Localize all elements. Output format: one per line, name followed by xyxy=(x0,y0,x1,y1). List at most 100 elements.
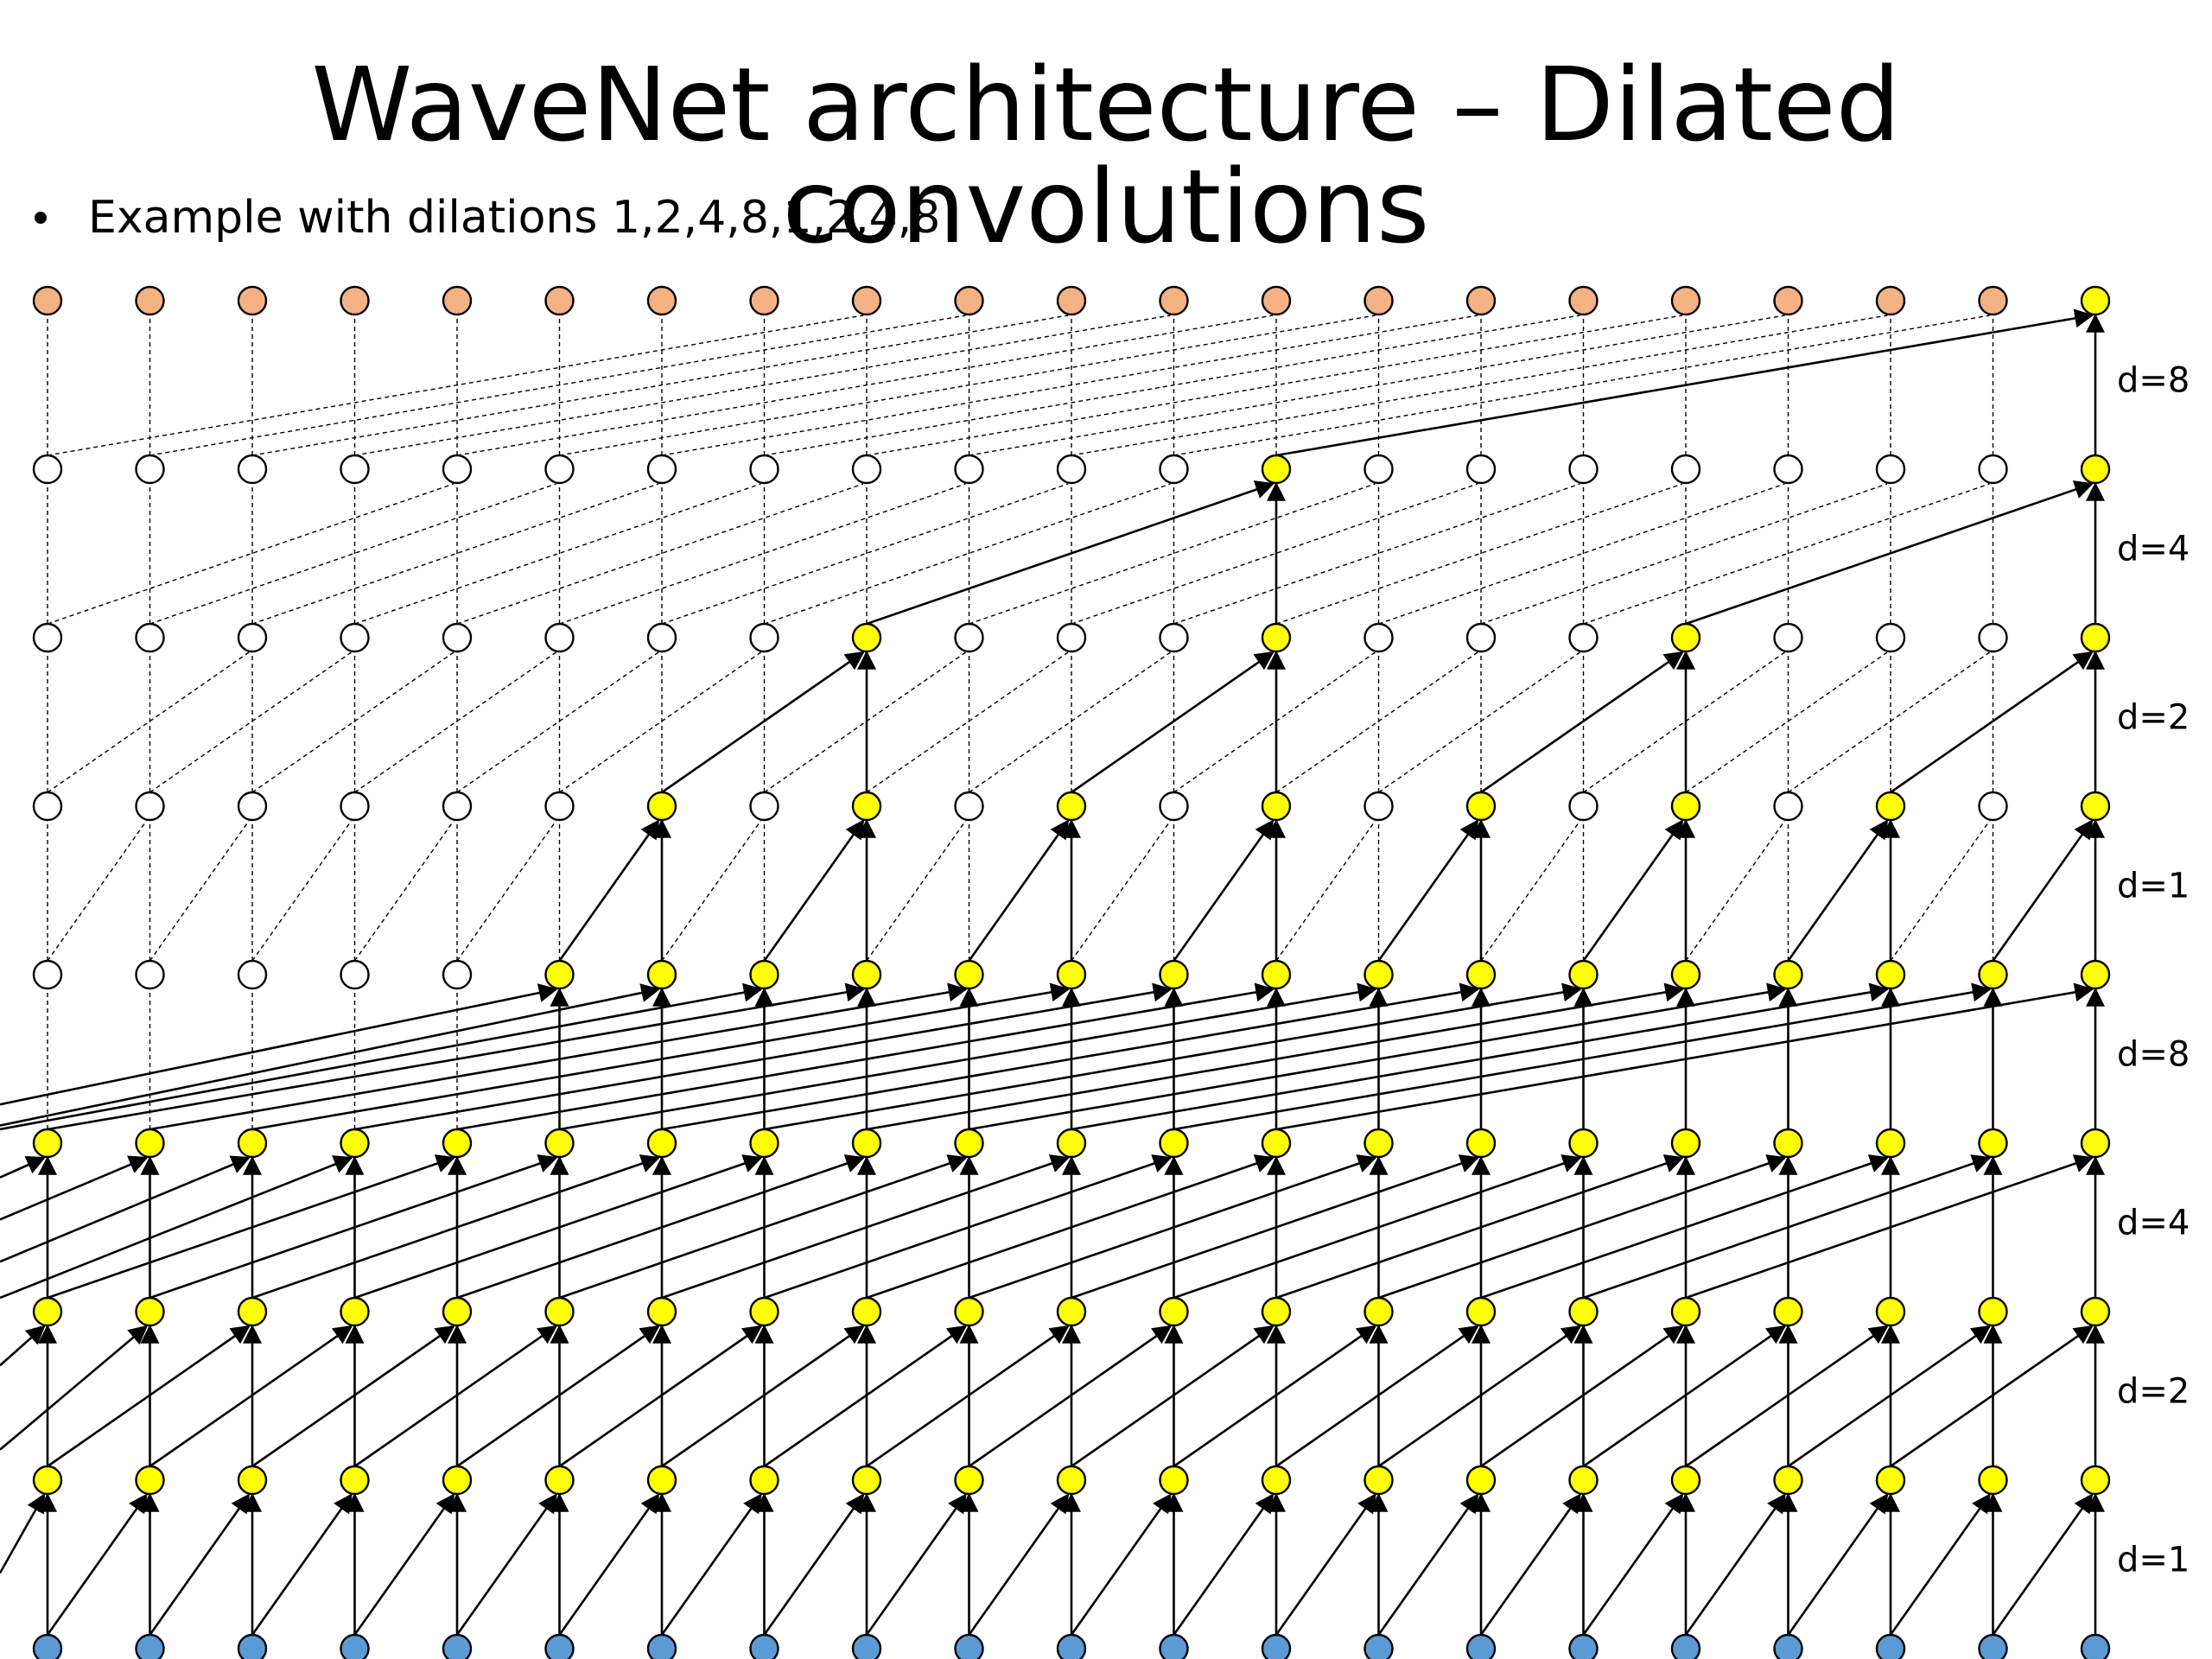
hidden-node-active xyxy=(1056,1128,1087,1159)
hidden-node xyxy=(340,454,370,485)
dilated-connection xyxy=(0,983,661,1127)
dilated-connection xyxy=(1377,1493,1479,1636)
hidden-node-active xyxy=(1875,791,1906,822)
dilated-connection xyxy=(1890,1325,2094,1468)
input-node xyxy=(1465,1633,1497,1659)
dilated-connection xyxy=(455,1493,557,1636)
dilated-connection xyxy=(1685,652,1888,793)
dilated-connection xyxy=(354,652,556,793)
hidden-node-active xyxy=(1773,1128,1803,1159)
dilated-connection xyxy=(559,1154,968,1300)
dilated-connection xyxy=(1583,1154,1992,1300)
hidden-node xyxy=(1363,622,1394,653)
hidden-node-active xyxy=(749,1128,779,1159)
dilated-connection xyxy=(1275,982,2094,1131)
hidden-node xyxy=(237,959,268,990)
hidden-node-active xyxy=(2080,454,2111,485)
dilated-connection xyxy=(149,483,556,625)
dilated-connection xyxy=(0,1325,46,1367)
input-node xyxy=(135,1633,165,1659)
output-node xyxy=(1465,285,1497,316)
dilated-connection xyxy=(354,483,761,625)
hidden-node xyxy=(1978,454,2008,485)
dilated-connection xyxy=(1173,652,1376,793)
dilated-connection xyxy=(456,820,557,962)
dilated-connection xyxy=(1071,483,1478,625)
hidden-node-active xyxy=(1159,1296,1189,1327)
hidden-node-active xyxy=(544,959,575,990)
output-node xyxy=(1670,285,1701,316)
slide-title: WaveNet architecture – Dilated convoluti… xyxy=(311,45,1901,266)
dilated-connection xyxy=(1583,483,1990,625)
dilated-connection xyxy=(47,652,250,793)
dilated-connection xyxy=(558,819,660,962)
dilated-connection xyxy=(251,982,1071,1131)
dilated-connection xyxy=(1275,1154,1685,1300)
dilated-connection xyxy=(1275,652,1478,793)
dilated-connection xyxy=(661,982,1480,1131)
hidden-node xyxy=(646,622,677,653)
hidden-node-active xyxy=(954,1128,984,1159)
hidden-node-active xyxy=(2080,1465,2111,1496)
hidden-node-active xyxy=(646,1465,677,1496)
hidden-node-active xyxy=(340,1465,370,1496)
hidden-node-active xyxy=(32,1296,63,1327)
hidden-node-active xyxy=(646,791,677,822)
dilated-connection xyxy=(456,483,864,625)
hidden-node-active xyxy=(1159,1465,1189,1496)
dilated-connection xyxy=(969,982,1787,1131)
input-node xyxy=(1056,1633,1087,1659)
dilated-connection xyxy=(764,982,1582,1131)
hidden-node-active xyxy=(237,1128,268,1159)
hidden-node xyxy=(237,791,268,822)
hidden-node-active xyxy=(135,1465,165,1496)
hidden-node xyxy=(1875,454,1906,485)
hidden-node xyxy=(954,454,984,485)
dilated-connection xyxy=(559,483,966,625)
hidden-node-active xyxy=(1875,1465,1906,1496)
dilated-connection xyxy=(1787,1325,1992,1468)
input-node xyxy=(749,1633,779,1659)
hidden-node-active xyxy=(2080,1296,2111,1327)
dilated-connection xyxy=(1480,483,1888,625)
hidden-node-active xyxy=(851,959,882,990)
hidden-node-active xyxy=(1978,1128,2008,1159)
dilated-connection xyxy=(149,1493,251,1636)
output-node xyxy=(1363,285,1394,316)
dilation-label: d=4 xyxy=(2117,1204,2190,1243)
hidden-node xyxy=(1465,454,1497,485)
dilated-connection xyxy=(1378,1154,1787,1300)
hidden-node-active xyxy=(1159,1128,1189,1159)
input-node xyxy=(1773,1633,1803,1659)
hidden-node-active xyxy=(1261,791,1292,822)
hidden-node xyxy=(340,791,370,822)
hidden-node-active xyxy=(749,959,779,990)
dilated-connection xyxy=(661,820,762,962)
hidden-node-active xyxy=(1568,1128,1599,1159)
dilated-connection xyxy=(1377,819,1479,962)
hidden-node xyxy=(32,622,63,653)
dilated-connection xyxy=(1070,1493,1172,1636)
dilated-connection xyxy=(1378,652,1580,793)
hidden-node xyxy=(237,454,268,485)
dilated-connection xyxy=(866,315,1683,456)
dilated-connection xyxy=(353,1493,455,1636)
output-node xyxy=(1773,285,1803,316)
dilated-connection xyxy=(47,1325,251,1468)
hidden-node-active xyxy=(1056,959,1087,990)
input-node xyxy=(1261,1633,1292,1659)
dilated-connection xyxy=(456,1325,660,1468)
dilated-connection xyxy=(1684,1493,1786,1636)
dilated-connection xyxy=(764,483,1171,625)
dilated-connection xyxy=(456,1154,866,1300)
dilated-connection xyxy=(47,1154,456,1300)
input-node xyxy=(1568,1633,1599,1659)
dilated-connection xyxy=(1992,819,2094,962)
hidden-node xyxy=(954,622,984,653)
hidden-node-active xyxy=(954,1296,984,1327)
hidden-node-active xyxy=(237,1296,268,1327)
dilated-connection xyxy=(559,315,1376,456)
hidden-node xyxy=(544,622,575,653)
hidden-node xyxy=(442,959,473,990)
